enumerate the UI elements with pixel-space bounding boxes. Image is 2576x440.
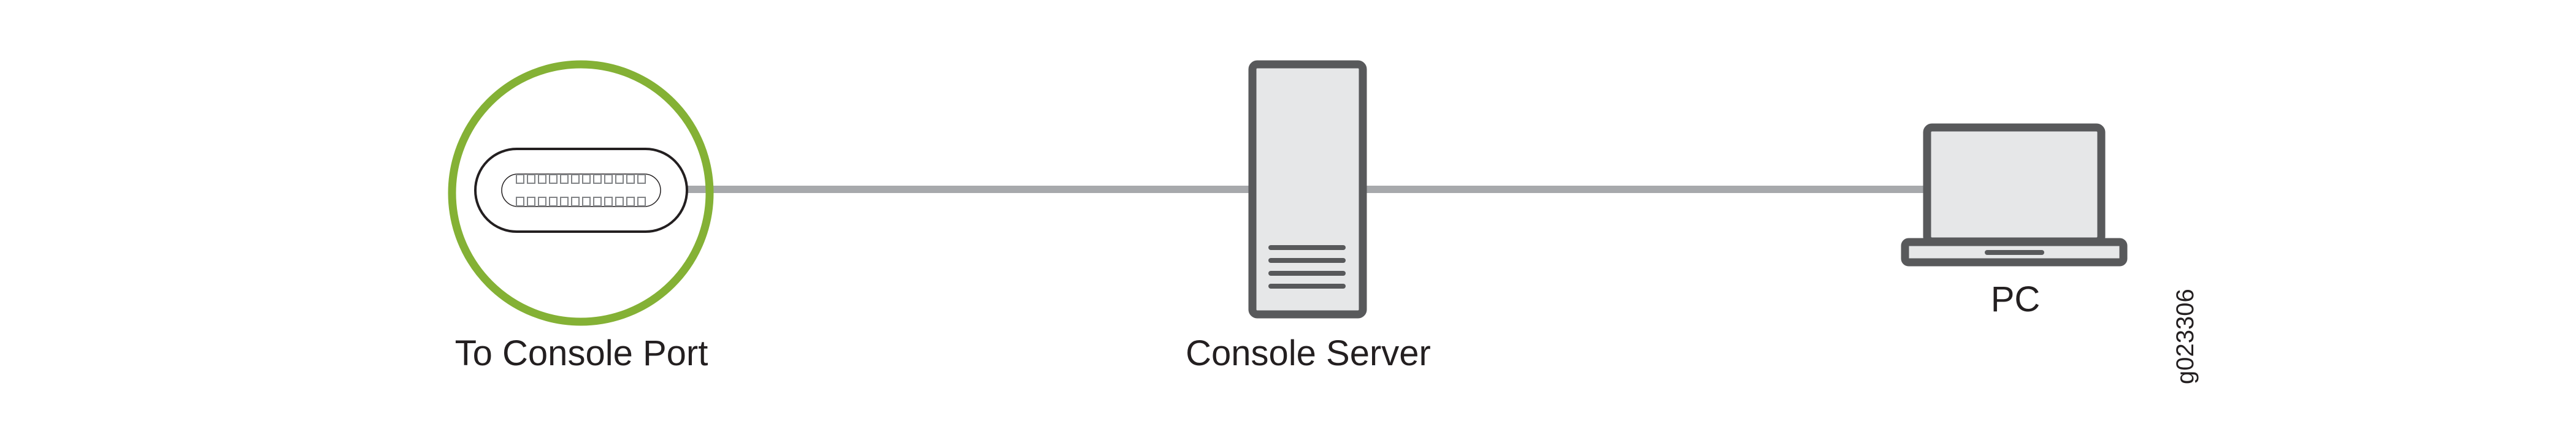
highlight-circle	[448, 60, 714, 326]
console-port-label: To Console Port	[454, 333, 708, 373]
server-tower-icon	[1248, 60, 1367, 319]
usb-c-pins-top	[516, 174, 646, 184]
figure-id: g023306	[2172, 289, 2199, 384]
laptop-screen	[1923, 123, 2106, 246]
laptop-icon	[1901, 123, 2128, 267]
pc-label: PC	[1990, 279, 2041, 319]
usb-c-pins-bottom	[516, 197, 646, 207]
usb-c-port-icon	[474, 148, 688, 233]
console-server-label: Console Server	[1186, 333, 1431, 373]
server-vent-lines	[1268, 245, 1346, 289]
